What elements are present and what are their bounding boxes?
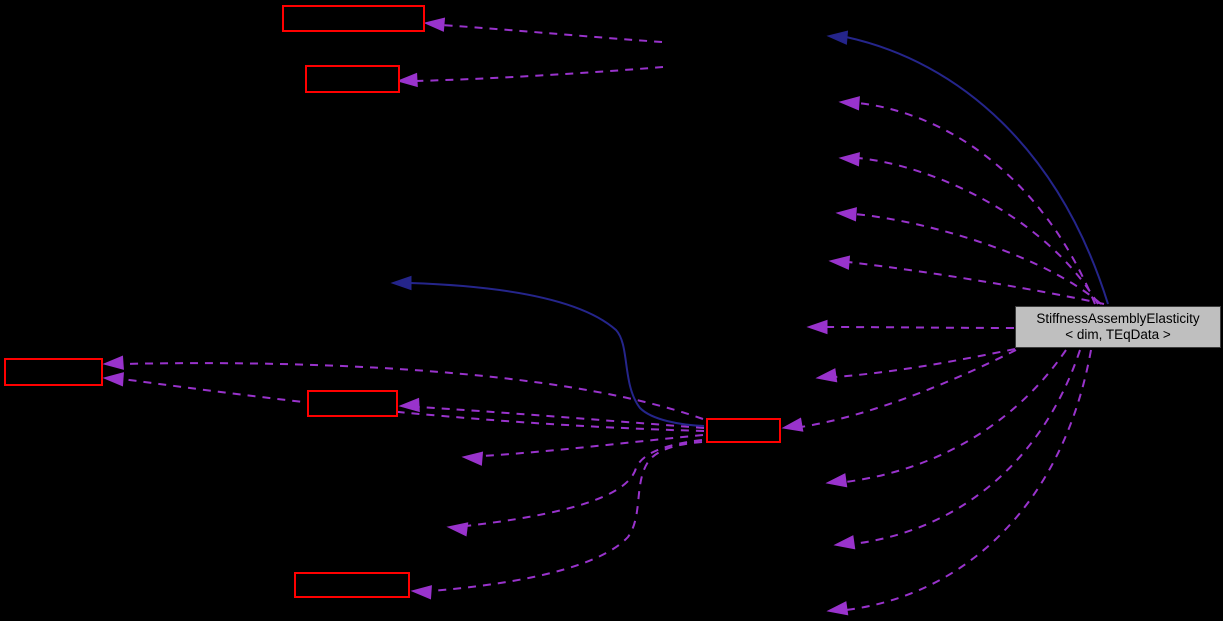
- edge-center-to-arrow-b: [465, 439, 703, 527]
- edge-center-to-bottombox: [429, 441, 703, 592]
- edge-to-topbox-2-arrowhead: [396, 72, 418, 88]
- edge-inherit-center: [409, 282, 705, 427]
- edge-center-to-leftbox-bottom: [121, 378, 705, 432]
- edge-node-to-arrow-r2: [857, 157, 1099, 305]
- main-class-node-label-line1: StiffnessAssemblyElasticity: [1036, 311, 1200, 326]
- edge-node-to-arrow-r6: [834, 348, 1016, 378]
- edge-node-to-centerbox: [800, 349, 1017, 428]
- class-box-top-2[interactable]: [305, 65, 400, 93]
- edge-node-to-arrow-r3: [854, 213, 1102, 305]
- edge-node-to-arrow-r1: [857, 102, 1096, 305]
- edge-node-to-arrow-r4-arrowhead: [828, 255, 851, 270]
- edge-node-to-arrow-r2-arrowhead: [838, 152, 860, 167]
- edge-inherit-center-arrowhead: [390, 275, 412, 291]
- edge-node-to-arrow-r5-arrowhead: [806, 319, 828, 335]
- edge-center-to-midbox-arrowhead: [398, 397, 420, 413]
- edge-inherit-node-top: [845, 36, 1109, 305]
- edge-node-to-arrow-r3-arrowhead: [835, 207, 857, 222]
- class-box-middle[interactable]: [307, 390, 398, 417]
- class-box-center[interactable]: [706, 418, 781, 443]
- class-box-bottom[interactable]: [294, 572, 410, 598]
- edge-center-to-midbox: [417, 406, 705, 429]
- edge-center-to-bottombox-arrowhead: [410, 585, 432, 600]
- edge-to-topbox-1-arrowhead: [423, 17, 446, 32]
- edge-node-to-arrow-r7: [844, 349, 1067, 483]
- edge-to-topbox-2: [415, 66, 664, 82]
- edge-node-to-centerbox-arrowhead: [781, 417, 804, 432]
- main-class-node-label-line2: < dim, TEqData >: [1065, 327, 1171, 342]
- edge-node-to-arrow-r4: [847, 261, 1105, 305]
- edge-node-to-arrow-r8-arrowhead: [833, 535, 856, 550]
- edge-node-to-arrow-r8: [852, 349, 1081, 545]
- class-box-left[interactable]: [4, 358, 103, 386]
- edge-node-to-arrow-r5: [825, 326, 1015, 329]
- edge-center-to-arrow-b-arrowhead: [446, 522, 469, 537]
- edge-node-to-arrow-r9-arrowhead: [826, 601, 849, 616]
- edge-center-to-leftbox-bottom-arrowhead: [102, 372, 124, 387]
- class-box-top-1[interactable]: [282, 5, 425, 32]
- edge-center-to-arrow-a-arrowhead: [461, 451, 484, 466]
- edge-node-to-arrow-r6-arrowhead: [815, 368, 838, 383]
- edge-to-topbox-1: [440, 24, 663, 43]
- edge-center-to-arrow-a: [480, 434, 704, 457]
- edge-inherit-node-top-arrowhead: [826, 30, 849, 45]
- main-class-node[interactable]: StiffnessAssemblyElasticity < dim, TEqDa…: [1015, 306, 1221, 348]
- edge-node-to-arrow-r9: [845, 349, 1092, 611]
- edge-center-to-leftbox-top-arrowhead: [102, 355, 124, 370]
- edge-node-to-arrow-r1-arrowhead: [838, 96, 860, 111]
- edge-node-to-arrow-r7-arrowhead: [825, 473, 848, 488]
